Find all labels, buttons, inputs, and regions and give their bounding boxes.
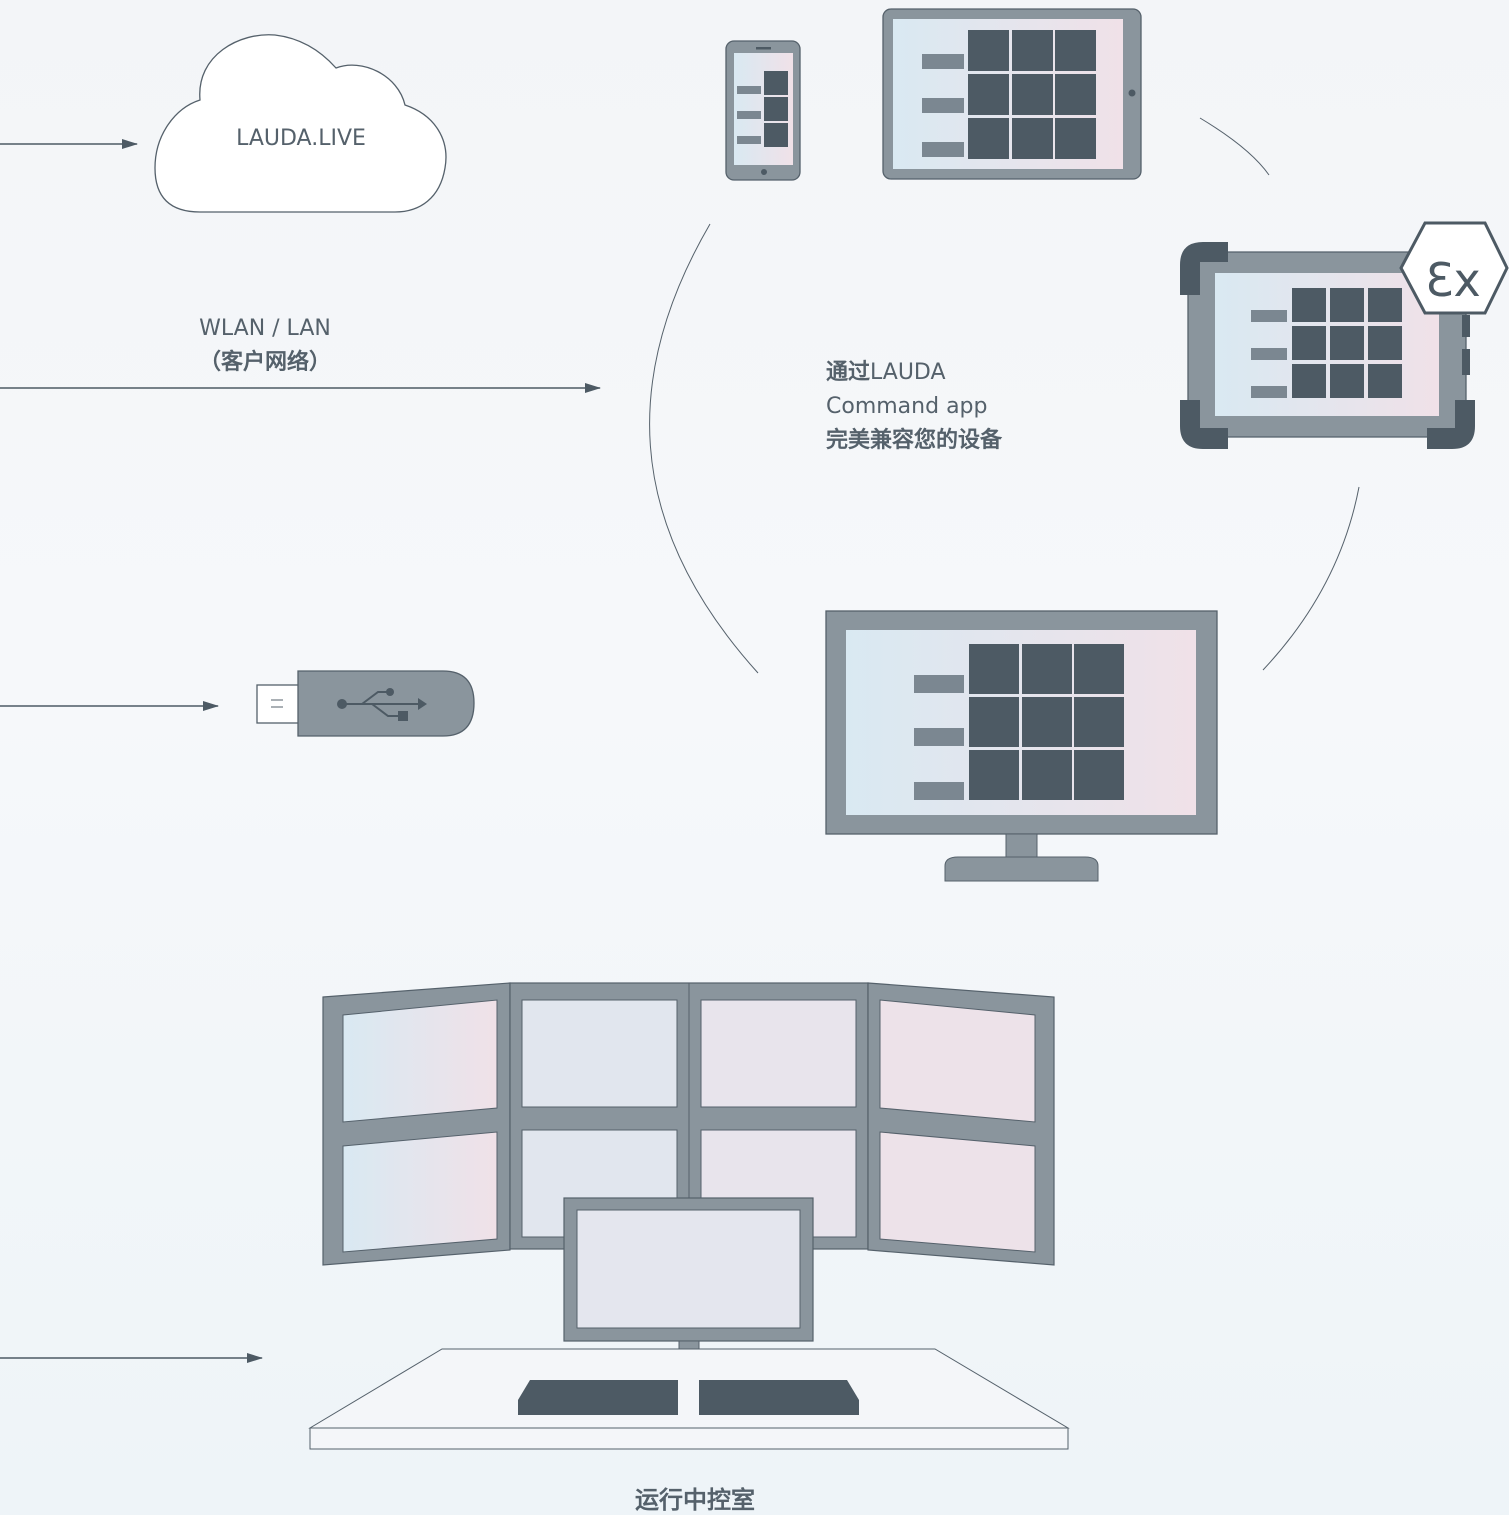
desktop-monitor-icon bbox=[825, 610, 1218, 882]
tablet-icon bbox=[882, 8, 1142, 180]
app-caption-line1: 通过LAUDA bbox=[826, 356, 1126, 390]
app-caption-brand: LAUDA bbox=[870, 360, 946, 385]
app-caption-line3: 完美兼容您的设备 bbox=[826, 424, 1126, 458]
network-label-line2: （客户网络） bbox=[198, 350, 331, 375]
smartphone-icon bbox=[725, 40, 801, 181]
ex-badge-icon bbox=[1399, 221, 1509, 315]
app-caption-line3-text: 完美兼容您的设备 bbox=[826, 428, 1003, 453]
connection-arc-bottom-right bbox=[1262, 486, 1360, 671]
control-room-label: 运行中控室 bbox=[635, 1486, 755, 1514]
usb-stick-icon bbox=[256, 670, 475, 737]
connection-arc-left bbox=[649, 223, 759, 674]
ex-badge-text: Ɛx bbox=[1425, 253, 1480, 307]
network-label: WLAN / LAN （客户网络） bbox=[150, 312, 380, 380]
cloud-icon bbox=[154, 34, 447, 213]
app-caption-line2: Command app bbox=[826, 394, 988, 419]
rugged-ex-tablet-icon: Ɛx bbox=[1180, 221, 1509, 449]
control-room-icon bbox=[308, 982, 1070, 1450]
connection-arc-top-right bbox=[1199, 117, 1270, 176]
app-caption-prefix: 通过 bbox=[826, 360, 871, 385]
usb-symbol-icon bbox=[342, 691, 420, 717]
cloud-label: LAUDA.LIVE bbox=[236, 126, 366, 151]
network-label-line1: WLAN / LAN bbox=[199, 316, 331, 341]
app-caption: 通过LAUDA Command app 完美兼容您的设备 bbox=[826, 356, 1126, 458]
